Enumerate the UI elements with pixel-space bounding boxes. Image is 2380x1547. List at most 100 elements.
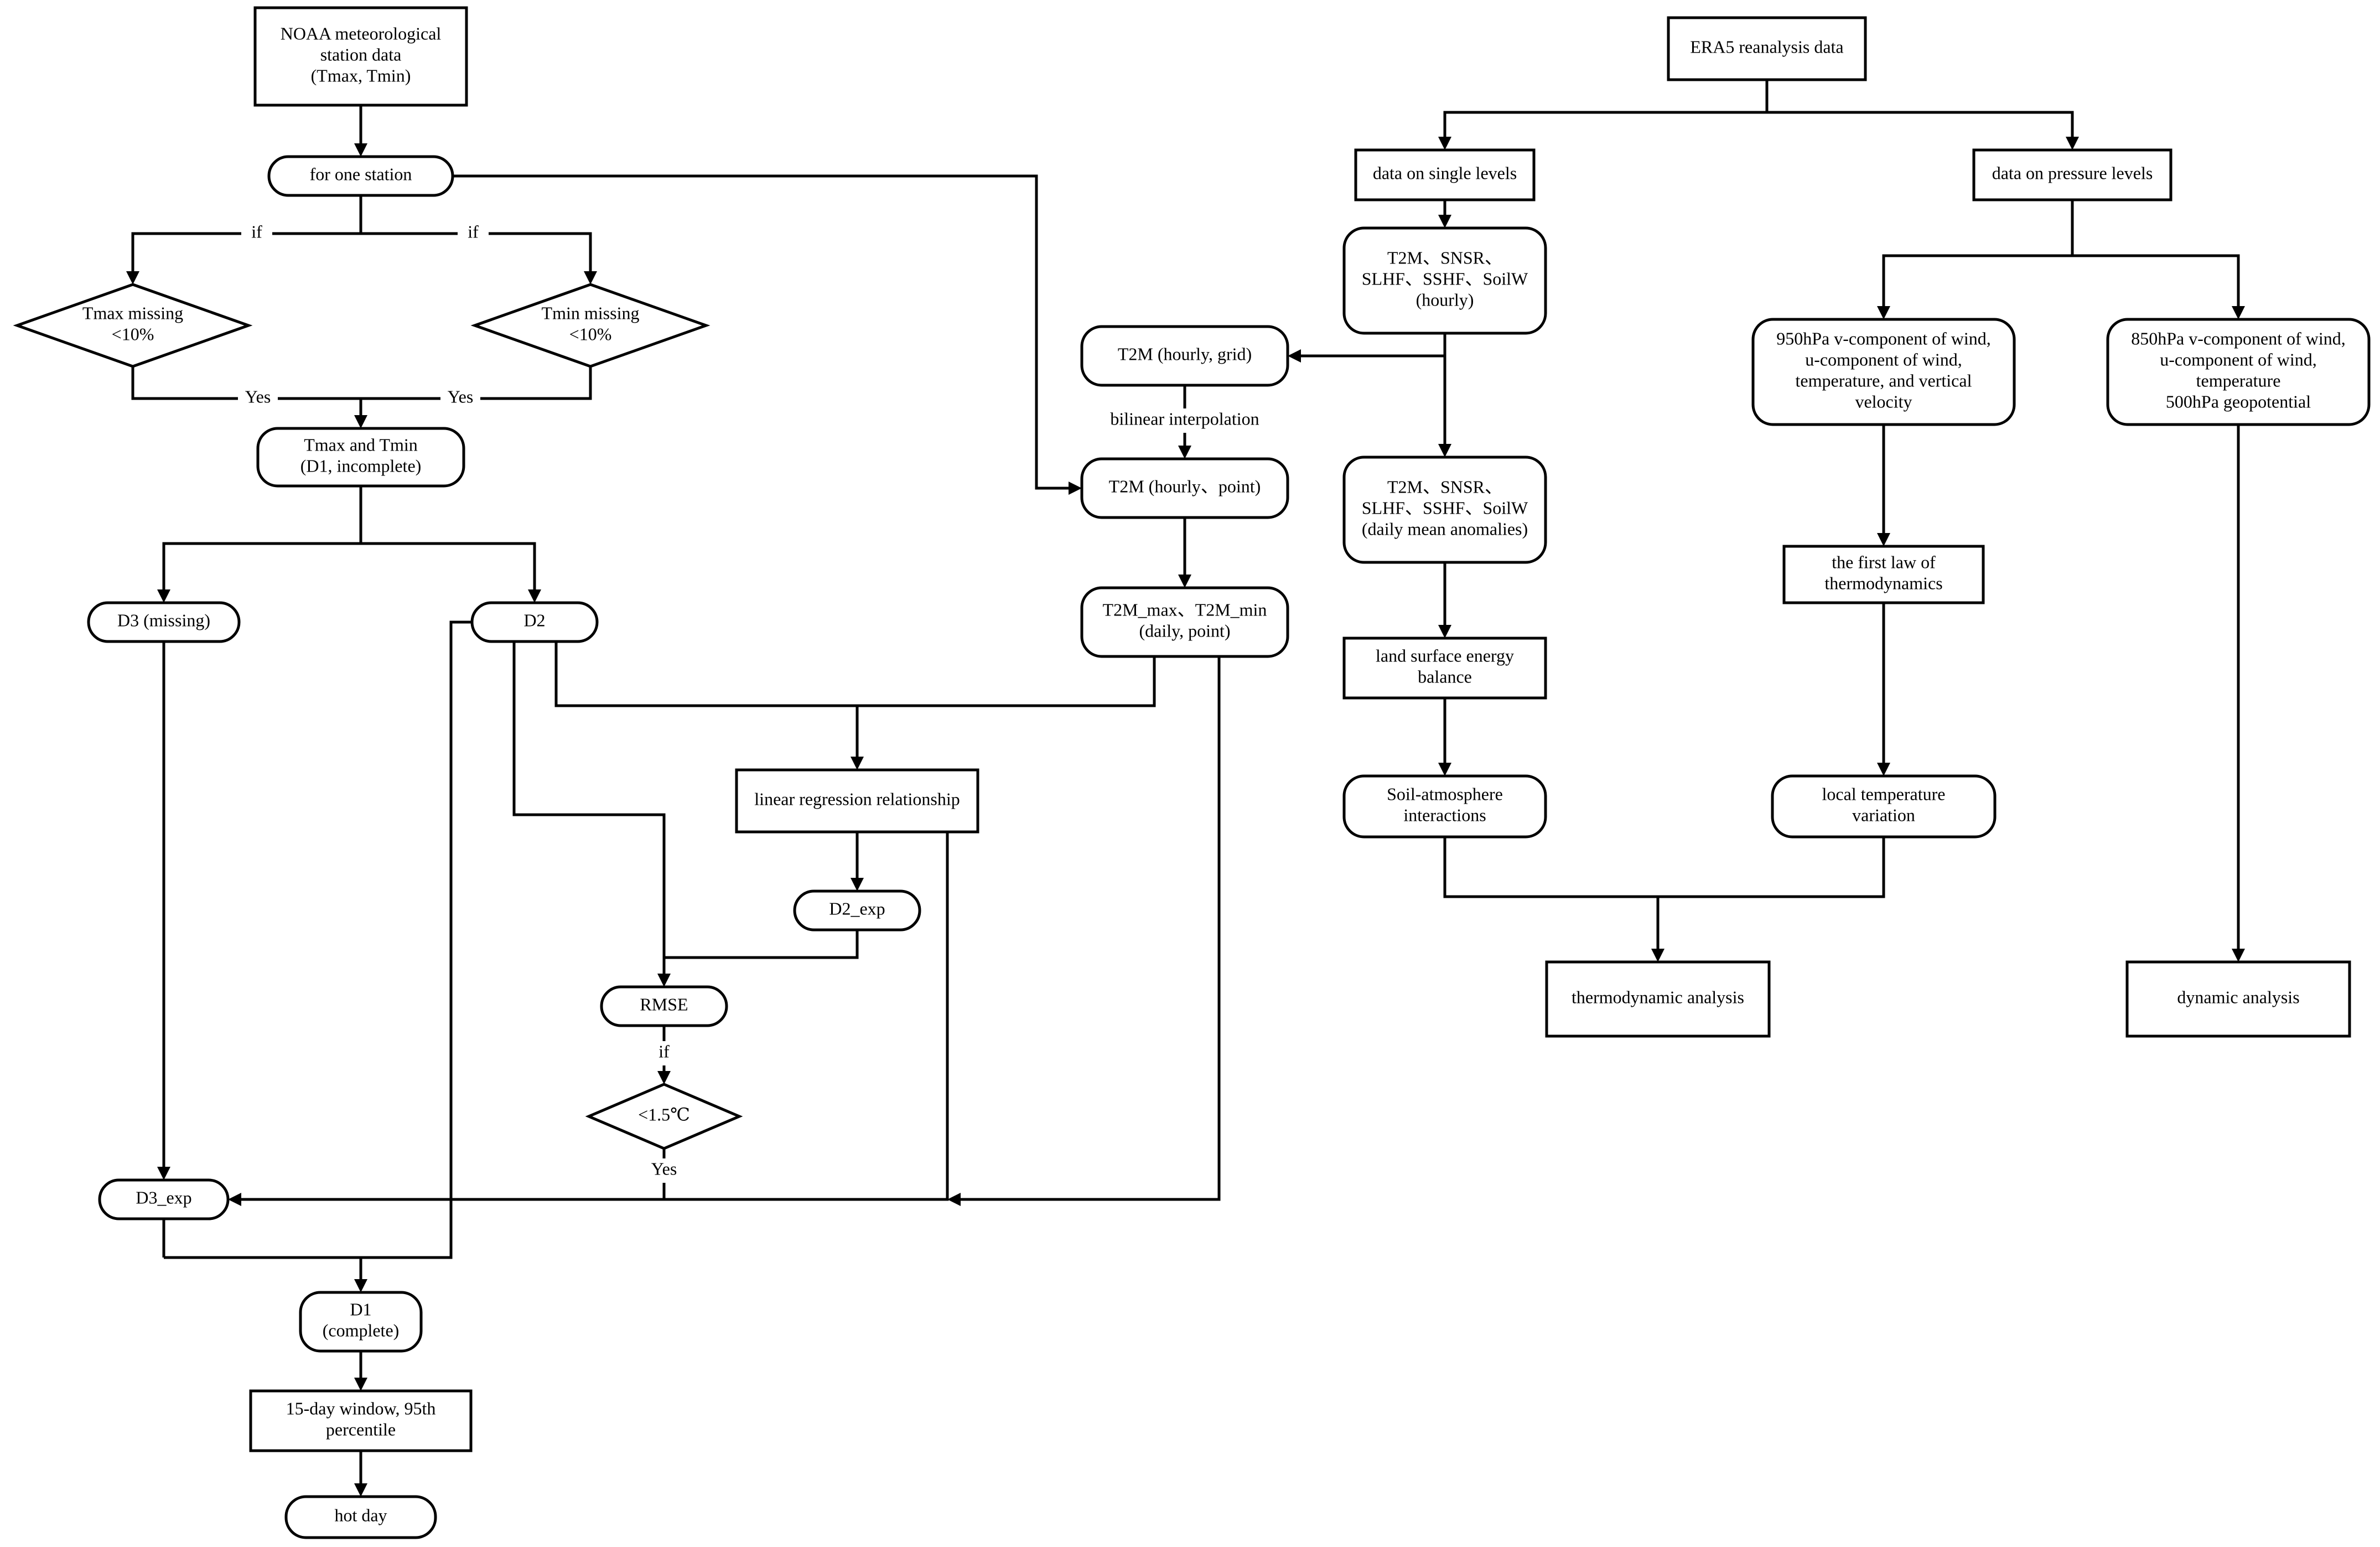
node-text: interactions — [1403, 805, 1486, 825]
edge-label-text: bilinear interpolation — [1110, 408, 1259, 428]
node-p950: 950hPa v-component of wind,u-component o… — [1751, 318, 2016, 426]
edge-regression-to-d2-exp — [851, 832, 864, 891]
node-text: 500hPa geopotential — [2166, 391, 2311, 411]
edge-local-temp-to-thermo — [1658, 837, 1885, 898]
node-text: T2M (hourly、point) — [1109, 476, 1261, 496]
node-text: station data — [320, 44, 402, 64]
arrowhead — [354, 415, 367, 428]
node-single-levels: data on single levels — [1354, 148, 1536, 201]
edge-join-to-thermo — [1651, 897, 1665, 962]
node-text: RMSE — [640, 994, 688, 1014]
node-text: 850hPa v-component of wind, — [2131, 328, 2346, 348]
edge-label-if-rmse: if — [649, 1041, 680, 1065]
edge-regression-to-d3-exp — [228, 832, 949, 1206]
node-text: dynamic analysis — [2177, 987, 2299, 1007]
node-text: temperature, and vertical — [1796, 370, 1972, 390]
edge-tmax-missing-yes — [131, 366, 361, 400]
node-text: T2M_max、T2M_min — [1103, 599, 1267, 619]
arrowhead — [2066, 137, 2079, 150]
node-t2m-maxmin: T2M_max、T2M_min(daily, point) — [1080, 586, 1289, 658]
node-era5: ERA5 reanalysis data — [1667, 16, 1867, 81]
arrowhead — [584, 271, 597, 284]
node-text: Tmin missing — [542, 303, 640, 323]
edge-first-law-to-local-temp — [1877, 603, 1890, 776]
node-text: D1 — [350, 1299, 371, 1319]
edge-noaa-to-one-station — [354, 105, 367, 157]
arrowhead — [1438, 215, 1451, 228]
node-text: for one station — [310, 164, 412, 184]
node-text: velocity — [1855, 391, 1912, 411]
node-d3-exp: D3_exp — [98, 1178, 230, 1220]
arrowhead — [528, 589, 541, 603]
edge-merge-to-d1-complete — [164, 1256, 367, 1292]
node-text: Soil-atmosphere — [1387, 784, 1503, 804]
node-text: D2_exp — [829, 898, 885, 918]
node-text: <1.5℃ — [638, 1104, 690, 1124]
node-vars-daily: T2M、SNSR、 SLHF、SSHF、SoilW(daily mean anom… — [1342, 456, 1547, 564]
node-text: data on single levels — [1373, 163, 1517, 183]
edge-label-yes-rmse: Yes — [644, 1158, 684, 1183]
edge-join-to-regression — [851, 706, 864, 770]
node-text: Tmax missing — [82, 303, 183, 323]
node-t2m-grid: T2M (hourly, grid) — [1080, 325, 1289, 387]
edge-label-yes-left: Yes — [238, 386, 278, 411]
node-text: SLHF、SSHF、SoilW — [1362, 498, 1528, 518]
arrowhead — [1877, 306, 1890, 319]
node-tmax-missing: Tmax missing<10% — [13, 283, 253, 368]
edge-to-d3-missing — [157, 542, 361, 603]
arrowhead — [657, 1071, 671, 1084]
node-p850: 850hPa v-component of wind,u-component o… — [2106, 318, 2371, 426]
node-text: ERA5 reanalysis data — [1690, 37, 1843, 56]
node-text: thermodynamics — [1824, 573, 1942, 593]
edge-era5-to-single — [1438, 111, 1767, 150]
node-text: u-component of wind, — [2160, 349, 2317, 369]
edge-t2m-maxmin-to-d3-exp — [947, 656, 1221, 1206]
node-text: balance — [1418, 666, 1472, 686]
arrowhead — [1178, 575, 1191, 588]
node-d1-complete: D1(complete) — [299, 1291, 423, 1353]
edge-if-left — [126, 232, 361, 284]
node-text: (daily, point) — [1139, 620, 1231, 640]
edge-label-text: Yes — [245, 386, 271, 406]
node-text: T2M、SNSR、 — [1387, 477, 1502, 496]
edge-label-text: if — [468, 221, 479, 241]
node-text: local temperature — [1822, 784, 1946, 804]
edge-d2-to-d1-complete — [164, 620, 472, 1259]
edge-label-if-left: if — [241, 221, 272, 246]
node-lt-threshold: <1.5℃ — [585, 1083, 743, 1150]
node-dyn-analysis: dynamic analysis — [2125, 960, 2351, 1038]
node-text: hot day — [334, 1505, 387, 1525]
edge-label-text: if — [251, 221, 262, 241]
node-text: T2M (hourly, grid) — [1118, 344, 1252, 364]
arrowhead — [1438, 625, 1451, 638]
arrowhead — [354, 1483, 367, 1497]
node-text: (hourly) — [1416, 289, 1474, 309]
edge-vars-hourly-to-t2m-grid — [1288, 333, 1446, 363]
arrowhead — [2232, 306, 2245, 319]
edge-single-to-vars-hourly — [1438, 200, 1451, 228]
edge-d3-missing-to-d3-exp — [157, 641, 170, 1180]
arrowhead — [1178, 446, 1191, 459]
arrowhead — [947, 1193, 961, 1206]
node-text: 950hPa v-component of wind, — [1776, 328, 1991, 348]
arrowhead — [354, 1378, 367, 1391]
arrowhead — [1651, 949, 1665, 962]
arrowhead — [1069, 482, 1082, 495]
arrowhead — [851, 757, 864, 770]
edge-tmin-missing-yes — [361, 366, 592, 400]
edge-d1-complete-to-window — [354, 1351, 367, 1391]
node-text: (daily mean anomalies) — [1362, 519, 1528, 539]
edge-energy-to-soil — [1438, 698, 1451, 776]
edge-label-text: Yes — [651, 1158, 677, 1178]
edge-d2-to-regression — [554, 641, 857, 707]
node-text: percentile — [326, 1419, 396, 1439]
node-linear-regression: linear regression relationship — [735, 768, 979, 834]
arrowhead — [1438, 444, 1451, 457]
edge-d2-to-rmse — [512, 641, 671, 987]
node-text: SLHF、SSHF、SoilW — [1362, 268, 1528, 288]
edge-label-text: Yes — [448, 386, 474, 406]
edge-label-if-right: if — [458, 221, 489, 246]
